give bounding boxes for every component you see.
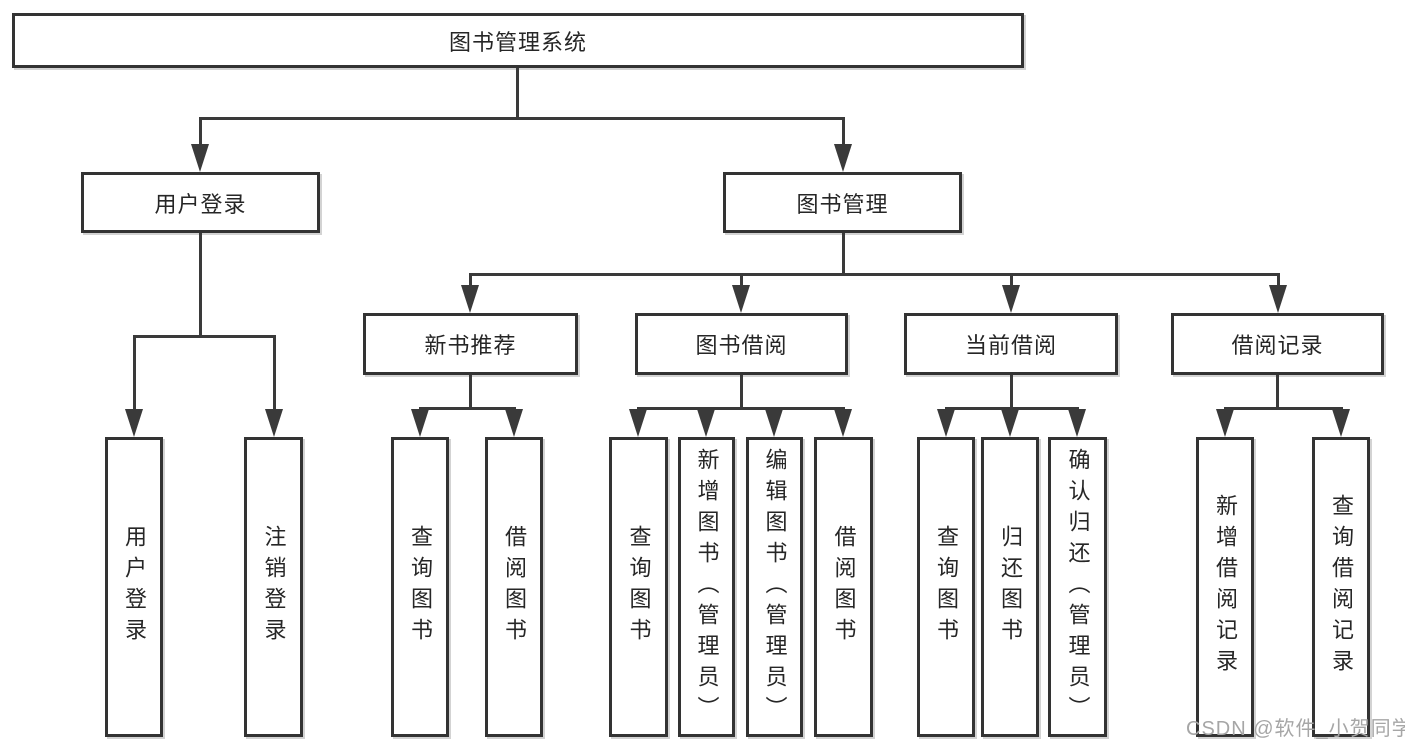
leaf-label: 查询图书	[626, 525, 652, 649]
connector-line	[468, 273, 1280, 276]
arrowhead	[937, 409, 955, 437]
leaf-user-login: 用户登录	[105, 437, 163, 737]
arrowhead	[461, 285, 479, 313]
connector-line	[739, 273, 743, 287]
leaf-label: 借阅图书	[831, 525, 857, 649]
arrowhead	[834, 144, 852, 172]
leaf-label: 新增图书（管理员）	[694, 447, 720, 727]
connector-line	[418, 407, 516, 410]
arrowhead	[1332, 409, 1350, 437]
arrowhead	[125, 409, 143, 437]
connector-line	[1276, 375, 1279, 409]
arrowhead	[697, 409, 715, 437]
leaf-label: 借阅图书	[502, 525, 527, 649]
connector-line	[739, 375, 743, 409]
arrowhead	[411, 409, 429, 437]
leaf-label: 编辑图书（管理员）	[762, 447, 788, 727]
connector-line	[1276, 273, 1280, 287]
leaf-borrow-book-1: 借阅图书	[485, 437, 543, 737]
arrowhead	[732, 285, 750, 313]
arrowhead	[1068, 409, 1086, 437]
leaf-label: 新增借阅记录	[1213, 494, 1238, 680]
node-current-borrow: 当前借阅	[904, 313, 1118, 375]
node-book-borrow: 图书借阅	[635, 313, 848, 375]
connector-line	[132, 335, 276, 338]
leaf-add-book-admin: 新增图书（管理员）	[678, 437, 735, 737]
leaf-label: 查询图书	[934, 525, 959, 649]
leaf-confirm-return-admin: 确认归还（管理员）	[1048, 437, 1107, 737]
leaf-query-book-3: 查询图书	[917, 437, 975, 737]
connector-line	[272, 335, 276, 411]
leaf-label: 注销登录	[261, 525, 287, 649]
leaf-label: 查询借阅记录	[1329, 494, 1354, 680]
leaf-return-book: 归还图书	[981, 437, 1039, 737]
arrowhead	[1269, 285, 1287, 313]
connector-line	[198, 117, 845, 120]
arrowhead	[265, 409, 283, 437]
node-borrow-records: 借阅记录	[1171, 313, 1384, 375]
leaf-label: 确认归还（管理员）	[1065, 447, 1091, 727]
leaf-edit-book-admin: 编辑图书（管理员）	[746, 437, 803, 737]
arrowhead	[1002, 285, 1020, 313]
connector-line	[841, 117, 845, 146]
connector-line	[1009, 273, 1013, 287]
connector-line	[515, 68, 519, 120]
connector-line	[132, 335, 136, 411]
arrowhead	[191, 144, 209, 172]
connector-line	[468, 273, 472, 287]
arrowhead	[765, 409, 783, 437]
connector-line	[944, 407, 1079, 410]
arrowhead	[834, 409, 852, 437]
connector-line	[1223, 407, 1343, 410]
leaf-borrow-book-2: 借阅图书	[814, 437, 873, 737]
arrowhead	[629, 409, 647, 437]
leaf-label: 查询图书	[408, 525, 433, 649]
node-user-login: 用户登录	[81, 172, 320, 233]
leaf-query-book-1: 查询图书	[391, 437, 449, 737]
arrowhead	[505, 409, 523, 437]
connector-line	[468, 375, 472, 409]
connector-line	[841, 233, 845, 275]
csdn-watermark: CSDN @软件_小贺同学	[1186, 718, 1405, 740]
node-root: 图书管理系统	[12, 13, 1024, 68]
connector-line	[1009, 375, 1013, 409]
node-new-book-recommend: 新书推荐	[363, 313, 578, 375]
leaf-add-borrow-record: 新增借阅记录	[1196, 437, 1254, 737]
leaf-label: 归还图书	[998, 525, 1023, 649]
leaf-query-borrow-record: 查询借阅记录	[1312, 437, 1370, 737]
connector-line	[198, 233, 202, 338]
node-book-management: 图书管理	[723, 172, 962, 233]
leaf-query-book-2: 查询图书	[609, 437, 668, 737]
arrowhead	[1001, 409, 1019, 437]
leaf-user-logout: 注销登录	[244, 437, 303, 737]
leaf-label: 用户登录	[122, 525, 147, 649]
arrowhead	[1216, 409, 1234, 437]
connector-line	[198, 117, 202, 146]
connector-line	[637, 407, 845, 410]
